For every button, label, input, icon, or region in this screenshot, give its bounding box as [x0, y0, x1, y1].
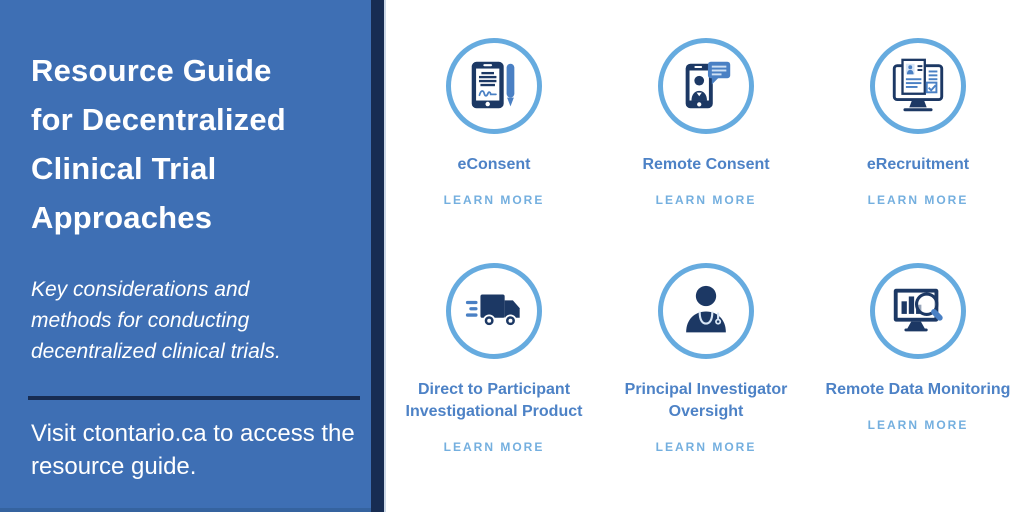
icon-circle	[870, 263, 966, 359]
doctor-icon	[675, 280, 737, 342]
card-principal-investigator: Principal Investigator Oversight LEARN M…	[600, 225, 812, 512]
learn-more-link[interactable]: LEARN MORE	[867, 418, 969, 432]
card-direct-to-participant: Direct to Participant Investigational Pr…	[388, 225, 600, 512]
card-label: Remote Data Monitoring	[825, 381, 1011, 398]
card-label: Direct to Participant Investigational Pr…	[405, 381, 583, 420]
title-line-4: Approaches	[31, 200, 213, 235]
delivery-truck-icon	[463, 280, 525, 342]
page-title: Resource Guide for Decentralized Clinica…	[31, 46, 345, 242]
title-line-2: for Decentralized	[31, 102, 286, 137]
title-line-1: Resource Guide	[31, 53, 272, 88]
card-label: Remote Consent	[642, 156, 770, 173]
learn-more-link[interactable]: LEARN MORE	[867, 193, 969, 207]
subtitle: Key considerations and methods for condu…	[31, 278, 281, 363]
left-panel: Resource Guide for Decentralized Clinica…	[0, 0, 371, 512]
card-erecruitment: eRecruitment LEARN MORE	[812, 0, 1024, 225]
phone-video-chat-icon	[675, 55, 737, 117]
navy-accent-strip	[371, 0, 386, 512]
learn-more-link[interactable]: LEARN MORE	[443, 193, 545, 207]
learn-more-link[interactable]: LEARN MORE	[655, 440, 757, 454]
learn-more-link[interactable]: LEARN MORE	[655, 193, 757, 207]
icon-circle	[870, 38, 966, 134]
card-label: eRecruitment	[866, 156, 970, 173]
services-grid: eConsent LEARN MORE	[388, 0, 1024, 512]
card-label: Principal Investigator Oversight	[624, 381, 788, 420]
monitor-resume-icon	[887, 55, 949, 117]
panel-bottom-edge	[0, 508, 371, 512]
icon-circle	[658, 38, 754, 134]
footer-text: Visit ctontario.ca to access the resourc…	[31, 420, 355, 480]
card-remote-data-monitoring: Remote Data Monitoring LEARN MORE	[812, 225, 1024, 512]
card-remote-consent: Remote Consent LEARN MORE	[600, 0, 812, 225]
card-label: eConsent	[457, 156, 531, 173]
tablet-signature-icon	[463, 55, 525, 117]
divider	[28, 396, 360, 400]
icon-circle	[446, 38, 542, 134]
title-line-3: Clinical Trial	[31, 151, 217, 186]
icon-circle	[658, 263, 754, 359]
learn-more-link[interactable]: LEARN MORE	[443, 440, 545, 454]
card-econsent: eConsent LEARN MORE	[388, 0, 600, 225]
monitor-chart-magnifier-icon	[887, 280, 949, 342]
icon-circle	[446, 263, 542, 359]
